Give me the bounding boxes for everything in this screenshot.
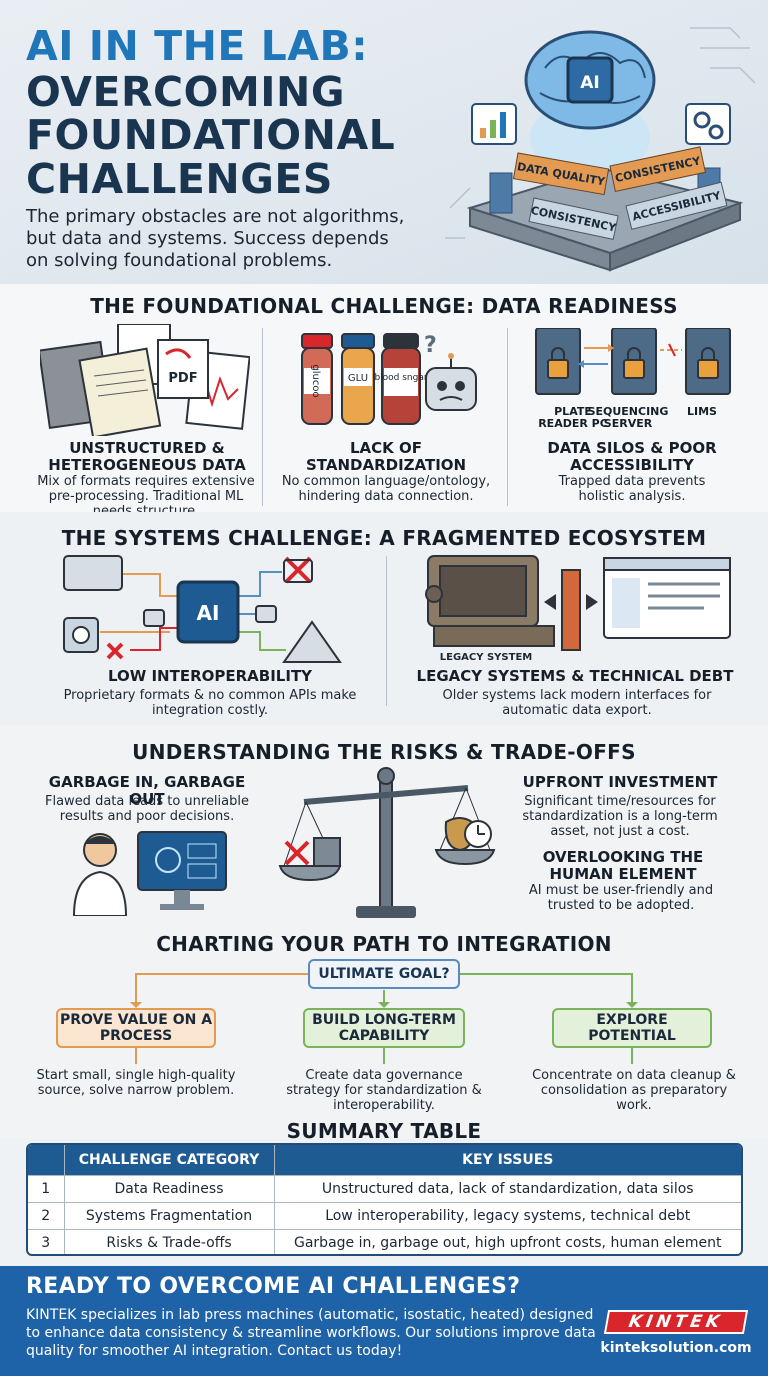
standardization-text: No common language/ontology, hindering d… [281, 474, 491, 504]
table-cell-category: Data Readiness [63, 1174, 274, 1202]
table-row: 3 Risks & Trade-offs Garbage in, garbage… [28, 1228, 741, 1254]
server-label-plate-reader: PLATE READER PC [538, 405, 608, 430]
chart-icon [471, 103, 517, 145]
table-cell-num: 3 [28, 1228, 64, 1254]
table-cell-category: Systems Fragmentation [63, 1201, 274, 1229]
systems-title: THE SYSTEMS CHALLENGE: A FRAGMENTED ECOS… [61, 526, 707, 550]
explore-potential-label: EXPLORE POTENTIAL [588, 1012, 676, 1044]
arrow-left-icon [544, 594, 556, 610]
data-silos-text: Trapped data prevents holistic analysis. [558, 474, 706, 504]
table-header-row: CHALLENGE CATEGORY KEY ISSUES [28, 1145, 741, 1175]
website-link[interactable]: kinteksolution.com [600, 1340, 752, 1356]
upfront-investment-text: Significant time/resources for standardi… [522, 794, 718, 839]
page-title-line-2: OVERCOMING [26, 68, 346, 116]
table-row: 2 Systems Fragmentation Low interoperabi… [28, 1201, 741, 1229]
page-title-line-3: FOUNDATIONAL [26, 111, 396, 159]
prove-value-box: PROVE VALUE ON A PROCESS [56, 1008, 216, 1048]
interoperability-diagram: AI [63, 555, 342, 663]
barrier-wall [561, 569, 581, 651]
warning-icon [282, 620, 342, 663]
error-x-icon [106, 556, 312, 660]
server-label-lims: LIMS [687, 405, 717, 418]
risks-title: UNDERSTANDING THE RISKS & TRADE-OFFS [132, 740, 636, 764]
monitor-icon [137, 831, 227, 891]
prove-value-text: Start small, single high-quality source,… [36, 1068, 236, 1098]
table-row: 1 Data Readiness Unstructured data, lack… [28, 1174, 741, 1202]
legacy-system-label: LEGACY SYSTEM [439, 652, 533, 663]
question-mark-icon: ? [424, 333, 437, 358]
garbage-in-title: GARBAGE IN, GARBAGE OUT [48, 773, 246, 808]
human-element-title: OVERLOOKING THE HUMAN ELEMENT [542, 848, 704, 883]
table-header-issues: KEY ISSUES [273, 1145, 741, 1175]
tube-label-3: blood sngar [374, 373, 427, 383]
standardization-title: LACK OF STANDARDIZATION [306, 439, 467, 474]
data-readiness-title: THE FOUNDATIONAL CHALLENGE: DATA READINE… [90, 294, 678, 318]
tube-label-1: glucoo [310, 364, 321, 397]
ultimate-goal-box: ULTIMATE GOAL? [308, 959, 460, 989]
scientist-illustration [72, 831, 227, 916]
summary-table: CHALLENGE CATEGORY KEY ISSUES 1 Data Rea… [26, 1143, 743, 1256]
path-flow-connectors [130, 973, 638, 1064]
legacy-computer-icon [425, 555, 555, 647]
low-interoperability-title: LOW INTEROPERABILITY [107, 667, 313, 685]
trash-can-icon [313, 837, 341, 867]
legacy-system-illustration [425, 555, 731, 651]
footer-title: READY TO OVERCOME AI CHALLENGES? [26, 1274, 521, 1299]
column-divider [386, 556, 387, 706]
table-cell-category: Risks & Trade-offs [63, 1228, 274, 1254]
table-cell-issues: Unstructured data, lack of standardizati… [273, 1174, 741, 1202]
table-cell-issues: Low interoperability, legacy systems, te… [273, 1201, 741, 1229]
page-title-line-4: CHALLENGES [26, 155, 333, 203]
long-term-capability-label: BUILD LONG-TERM CAPABILITY [312, 1012, 456, 1044]
plug-icon [143, 605, 277, 627]
modern-window-icon [603, 557, 731, 639]
device-icon [63, 555, 123, 591]
explore-potential-text: Concentrate on data cleanup & consolidat… [532, 1068, 736, 1113]
unstructured-data-title: UNSTRUCTURED & HETEROGENEOUS DATA [48, 439, 246, 474]
table-header-num [28, 1145, 64, 1175]
brain-icon: AI [524, 30, 656, 130]
illustration-chip-label: AI [580, 73, 599, 93]
tube-label-2: GLU [348, 373, 368, 384]
low-interoperability-text: Proprietary formats & no common APIs mak… [63, 688, 357, 718]
page-subtitle: The primary obstacles are not algorithms… [26, 206, 405, 271]
upfront-investment-title: UPFRONT INVESTMENT [522, 773, 718, 791]
lock-icons [551, 347, 715, 360]
pdf-label: PDF [168, 371, 197, 386]
data-silos-title: DATA SILOS & POOR ACCESSIBILITY [547, 439, 717, 474]
explore-potential-box: EXPLORE POTENTIAL [552, 1008, 712, 1048]
mixed-documents-icon: PDF [40, 324, 250, 436]
server-silos-icon [535, 328, 731, 395]
arrow-right-icon [586, 594, 598, 610]
ai-hub-label: AI [197, 601, 220, 625]
server-label-sequencing: SEQUENCING SERVER [587, 405, 669, 430]
long-term-capability-box: BUILD LONG-TERM CAPABILITY [303, 1008, 465, 1048]
footer-text: KINTEK specializes in lab press machines… [26, 1307, 596, 1359]
gear-icon [685, 103, 731, 145]
cross-icon [284, 840, 310, 866]
column-divider [262, 328, 263, 506]
page-title-line-1: AI IN THE LAB: [26, 22, 369, 70]
long-term-capability-text: Create data governance strategy for stan… [286, 1068, 482, 1113]
robot-icon [425, 353, 477, 411]
table-cell-num: 2 [28, 1201, 64, 1229]
kintek-logo: KINTEK [603, 1310, 749, 1334]
summary-title: SUMMARY TABLE [286, 1119, 482, 1143]
sample-tubes-icon: glucoo GLU blood sngar ? [301, 333, 477, 425]
header-illustration: AI DATA QUALITY CONSISTENCY CONSISTENCY … [445, 27, 756, 272]
balance-scale-icon [278, 767, 496, 918]
table-cell-num: 1 [28, 1174, 64, 1202]
table-header-category: CHALLENGE CATEGORY [63, 1145, 274, 1175]
prove-value-label: PROVE VALUE ON A PROCESS [59, 1012, 213, 1044]
column-divider [507, 328, 508, 506]
legacy-systems-text: Older systems lack modern interfaces for… [442, 688, 712, 718]
ai-chip-icon: AI [176, 580, 240, 644]
garbage-in-text: Flawed data leads to unreliable results … [45, 794, 249, 824]
human-element-text: AI must be user-friendly and trusted to … [528, 883, 714, 913]
table-cell-issues: Garbage in, garbage out, high upfront co… [273, 1228, 741, 1254]
path-title: CHARTING YOUR PATH TO INTEGRATION [156, 932, 612, 956]
legacy-systems-title: LEGACY SYSTEMS & TECHNICAL DEBT [416, 667, 734, 685]
